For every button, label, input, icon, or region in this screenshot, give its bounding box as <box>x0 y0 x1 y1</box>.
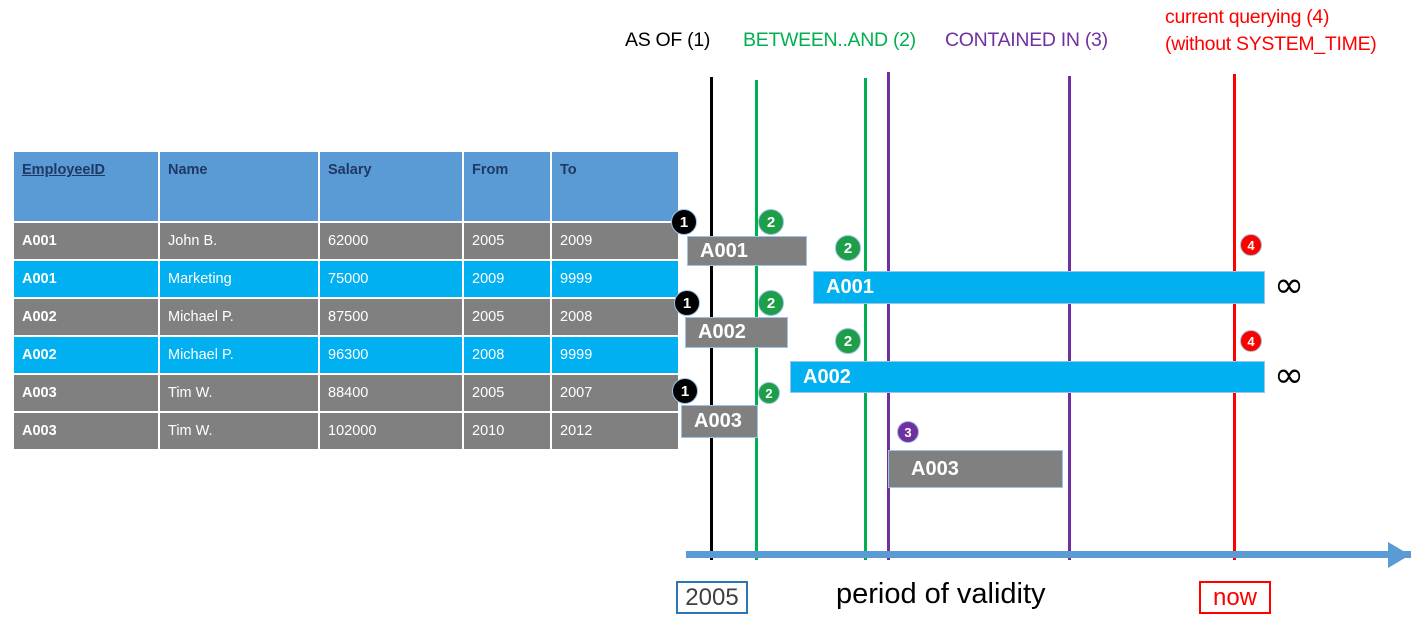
column-header-to: To <box>552 152 678 221</box>
cell-to: 2007 <box>552 375 678 411</box>
timeline-bar-a003-gray-2: A003 <box>888 450 1063 488</box>
badge-current-a001: 4 <box>1240 234 1262 256</box>
cell-employeeid: A001 <box>14 223 158 259</box>
cell-salary: 88400 <box>320 375 462 411</box>
cell-from: 2010 <box>464 413 550 449</box>
axis-now-label: now <box>1199 581 1271 614</box>
vline-contained-start-purple <box>887 72 890 560</box>
table-row: A003 Tim W. 88400 2005 2007 <box>14 375 678 411</box>
cell-name: Michael P. <box>160 337 318 373</box>
cell-name: Tim W. <box>160 375 318 411</box>
cell-salary: 96300 <box>320 337 462 373</box>
cell-to: 2008 <box>552 299 678 335</box>
cell-name: Michael P. <box>160 299 318 335</box>
column-header-salary: Salary <box>320 152 462 221</box>
cell-from: 2005 <box>464 375 550 411</box>
badge-between-a001-cyan: 2 <box>835 235 861 261</box>
legend-between-and: BETWEEN..AND (2) <box>743 29 916 51</box>
axis-start-label: 2005 <box>676 581 748 614</box>
table-row: A002 Michael P. 96300 2008 9999 <box>14 337 678 373</box>
cell-to: 2009 <box>552 223 678 259</box>
legend-current-querying-line1: current querying (4) <box>1165 6 1330 28</box>
badge-between-a002-gray: 2 <box>758 290 784 316</box>
cell-name: John B. <box>160 223 318 259</box>
cell-to: 2012 <box>552 413 678 449</box>
column-header-employeeid: EmployeeID <box>14 152 158 221</box>
vline-now-red <box>1233 74 1236 560</box>
cell-name: Marketing <box>160 261 318 297</box>
cell-from: 2009 <box>464 261 550 297</box>
table-row: A001 Marketing 75000 2009 9999 <box>14 261 678 297</box>
table-header-row: EmployeeID Name Salary From To <box>14 152 678 221</box>
badge-between-a002-cyan: 2 <box>835 328 861 354</box>
timeline-axis-arrow <box>1388 542 1410 568</box>
infinity-symbol-a001: ∞ <box>1274 265 1304 306</box>
badge-between-a001-gray: 2 <box>758 209 784 235</box>
vline-between-end-green <box>864 78 867 560</box>
timeline-bar-a002-cyan: A002 <box>790 361 1265 393</box>
cell-name: Tim W. <box>160 413 318 449</box>
vline-contained-end-purple <box>1068 76 1071 560</box>
vline-as-of-black <box>710 77 713 560</box>
legend-as-of: AS OF (1) <box>625 29 711 51</box>
legend-contained-in: CONTAINED IN (3) <box>945 29 1108 51</box>
legend-current-querying-line2: (without SYSTEM_TIME) <box>1165 33 1377 55</box>
badge-current-a002: 4 <box>1240 330 1262 352</box>
cell-from: 2005 <box>464 223 550 259</box>
timeline-bar-a003-gray-1: A003 <box>681 405 758 438</box>
infinity-symbol-a002: ∞ <box>1274 355 1304 396</box>
column-header-name: Name <box>160 152 318 221</box>
timeline-bar-a001-cyan: A001 <box>813 271 1265 304</box>
table-row: A002 Michael P. 87500 2005 2008 <box>14 299 678 335</box>
column-header-from: From <box>464 152 550 221</box>
badge-between-a003-gray: 2 <box>758 382 780 404</box>
cell-employeeid: A002 <box>14 299 158 335</box>
cell-salary: 75000 <box>320 261 462 297</box>
column-header-employeeid-text: EmployeeID <box>22 162 105 178</box>
cell-employeeid: A003 <box>14 375 158 411</box>
cell-to: 9999 <box>552 261 678 297</box>
cell-salary: 62000 <box>320 223 462 259</box>
cell-employeeid: A003 <box>14 413 158 449</box>
timeline-bar-a001-gray: A001 <box>687 236 807 266</box>
vline-between-start-green <box>755 80 758 560</box>
timeline-bar-a002-gray: A002 <box>685 317 788 348</box>
cell-to: 9999 <box>552 337 678 373</box>
cell-salary: 87500 <box>320 299 462 335</box>
badge-contained-a003: 3 <box>897 421 919 443</box>
cell-from: 2005 <box>464 299 550 335</box>
cell-employeeid: A001 <box>14 261 158 297</box>
axis-caption: period of validity <box>836 578 1046 610</box>
table-row: A001 John B. 62000 2005 2009 <box>14 223 678 259</box>
timeline-axis <box>686 551 1411 558</box>
table-row: A003 Tim W. 102000 2010 2012 <box>14 413 678 449</box>
cell-employeeid: A002 <box>14 337 158 373</box>
cell-salary: 102000 <box>320 413 462 449</box>
employee-table: EmployeeID Name Salary From To A001 John… <box>12 150 680 451</box>
cell-from: 2008 <box>464 337 550 373</box>
